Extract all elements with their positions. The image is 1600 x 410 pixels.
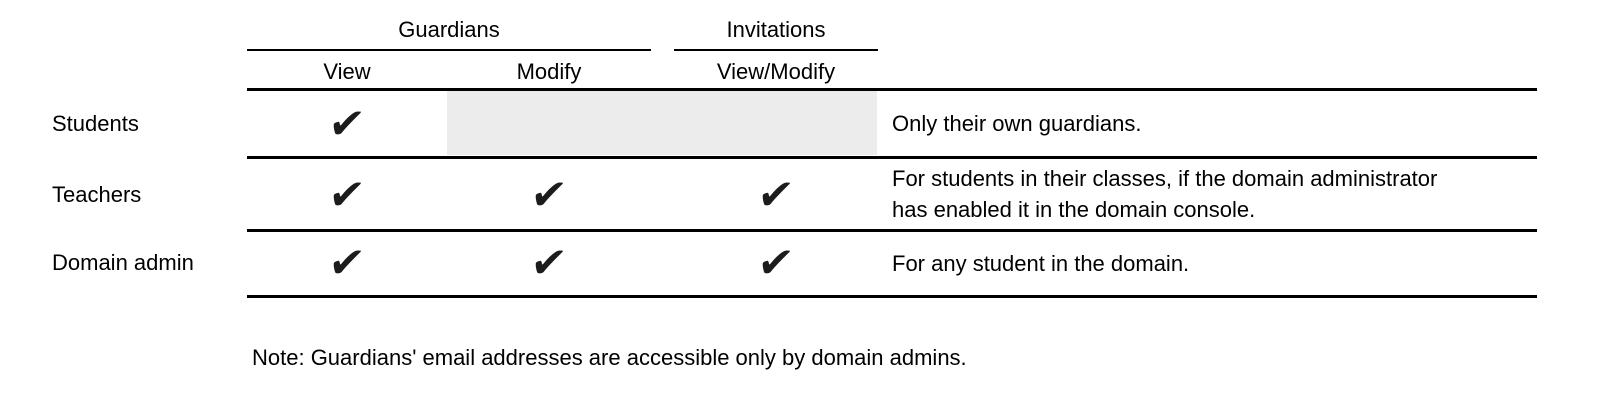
domain-admin-invitations-view-modify-cell: ✔ bbox=[674, 232, 878, 294]
check-icon: ✔ bbox=[326, 98, 369, 148]
footnote: Note: Guardians' email addresses are acc… bbox=[252, 344, 967, 371]
view-modify-header-text: View/Modify bbox=[716, 59, 836, 84]
students-invitations-view-modify-cell bbox=[674, 91, 878, 156]
students-label-text: Students bbox=[52, 110, 139, 136]
teachers-note-text: For students in their classes, if the do… bbox=[892, 166, 1438, 222]
teachers-guardians-view-cell: ✔ bbox=[247, 161, 447, 229]
row-label-students: Students bbox=[52, 91, 139, 156]
check-icon: ✔ bbox=[755, 170, 798, 219]
domain-admin-note: For any student in the domain. bbox=[892, 232, 1462, 294]
teachers-invitations-view-modify-cell: ✔ bbox=[674, 161, 878, 229]
students-note: Only their own guardians. bbox=[892, 91, 1462, 156]
row-label-domain-admin: Domain admin bbox=[52, 232, 194, 294]
domain-admin-note-text: For any student in the domain. bbox=[892, 250, 1190, 276]
students-guardians-modify-cell bbox=[447, 91, 651, 156]
check-icon: ✔ bbox=[528, 170, 571, 219]
view-header-text: View bbox=[323, 59, 371, 84]
teachers-guardians-modify-cell: ✔ bbox=[447, 161, 651, 229]
column-group-invitations-label: Invitations bbox=[674, 17, 878, 43]
footnote-text: Note: Guardians' email addresses are acc… bbox=[252, 345, 967, 370]
teachers-row-rule bbox=[247, 229, 1537, 232]
check-icon: ✔ bbox=[326, 238, 369, 287]
check-icon: ✔ bbox=[528, 238, 571, 287]
guardians-label-text: Guardians bbox=[398, 17, 500, 42]
row-label-teachers: Teachers bbox=[52, 161, 141, 229]
check-icon: ✔ bbox=[326, 170, 369, 219]
invitations-label-text: Invitations bbox=[726, 17, 826, 42]
domain-admin-label-text: Domain admin bbox=[52, 250, 194, 275]
guardians-group-underline bbox=[247, 49, 651, 51]
column-header-view: View bbox=[247, 59, 447, 85]
modify-header-text: Modify bbox=[516, 59, 582, 84]
domain-admin-guardians-view-cell: ✔ bbox=[247, 232, 447, 294]
header-bottom-rule bbox=[247, 88, 1537, 91]
domain-admin-row-rule bbox=[247, 295, 1537, 298]
students-restricted-cell-highlight bbox=[447, 91, 877, 155]
column-header-modify: Modify bbox=[447, 59, 651, 85]
check-icon: ✔ bbox=[755, 238, 798, 287]
students-row-rule bbox=[247, 156, 1537, 159]
students-guardians-view-cell: ✔ bbox=[247, 91, 447, 156]
teachers-note: For students in their classes, if the do… bbox=[892, 159, 1462, 229]
students-note-text: Only their own guardians. bbox=[892, 111, 1142, 136]
column-header-view-modify: View/Modify bbox=[674, 59, 878, 85]
domain-admin-guardians-modify-cell: ✔ bbox=[447, 232, 651, 294]
teachers-label-text: Teachers bbox=[52, 182, 142, 207]
column-group-guardians-label: Guardians bbox=[247, 17, 651, 43]
invitations-group-underline bbox=[674, 49, 878, 51]
